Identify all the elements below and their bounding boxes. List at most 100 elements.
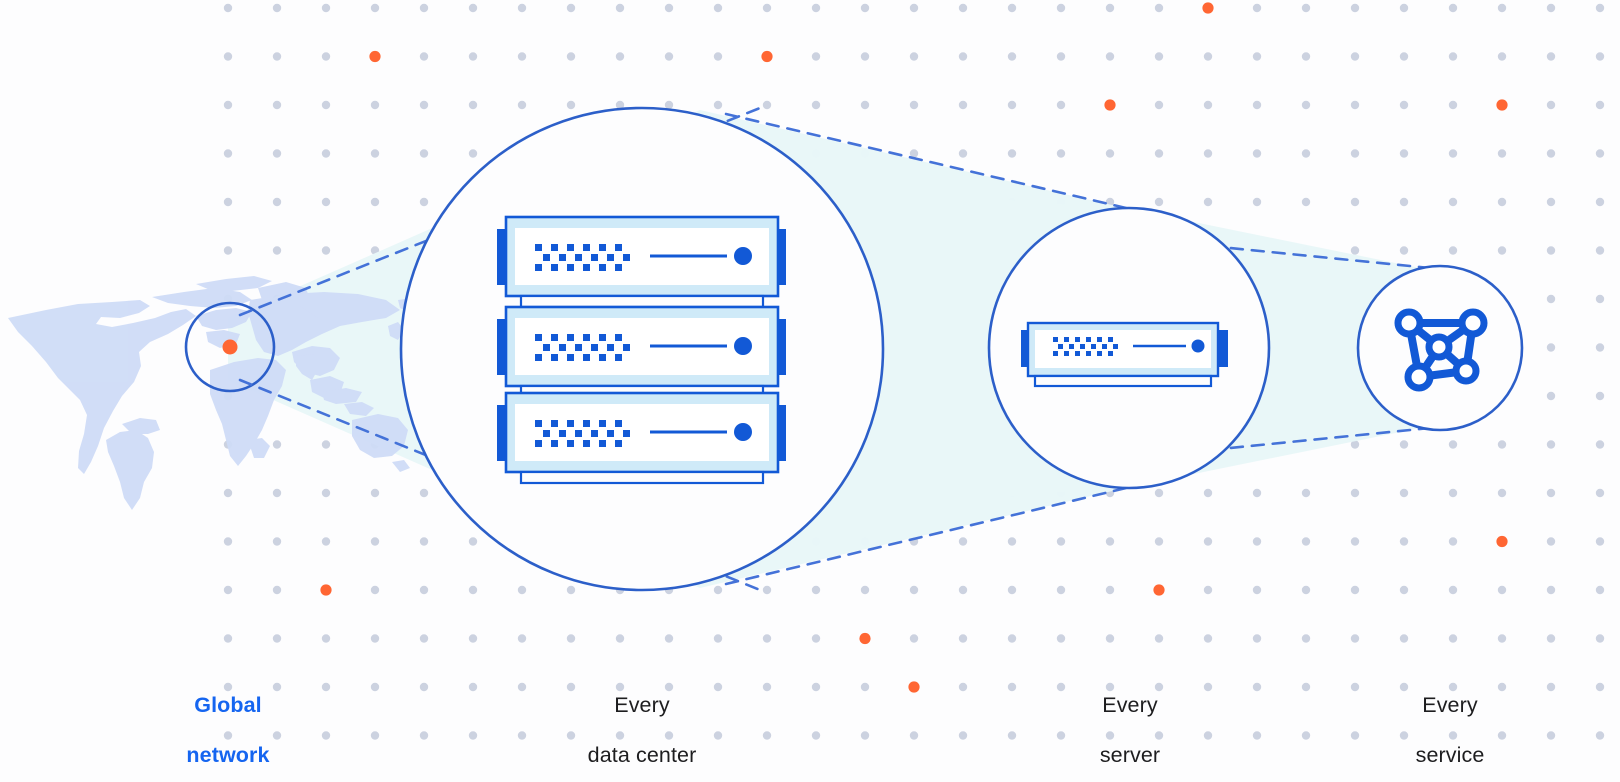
grid-dot [1301, 3, 1311, 13]
grid-dot [321, 3, 331, 13]
grid-dot [1497, 585, 1507, 595]
grid-dot [762, 634, 772, 643]
grid-dot [1350, 731, 1360, 740]
grid-dot [1350, 197, 1360, 207]
grid-dot [909, 149, 919, 158]
grid-dot [713, 3, 723, 13]
grid-dot [370, 537, 380, 546]
grid-dot [223, 197, 233, 207]
grid-dot [909, 731, 919, 740]
grid-dot [1105, 585, 1115, 595]
grid-dot [811, 731, 821, 740]
grid-dot [1252, 197, 1262, 207]
grid-dot [1203, 488, 1213, 498]
grid-dot [1546, 634, 1556, 643]
grid-dot [321, 488, 331, 498]
grid-dot [958, 634, 968, 643]
grid-dot [1007, 52, 1017, 61]
grid-dot [1546, 52, 1556, 61]
grid-dot [762, 3, 772, 13]
grid-dot [1154, 634, 1164, 643]
grid-dot [1056, 537, 1066, 546]
grid-dot [272, 100, 282, 110]
grid-dot [1546, 391, 1556, 401]
grid-dot [223, 682, 233, 692]
grid-dot [1595, 682, 1605, 692]
grid-dot [909, 3, 919, 13]
grid-dot [321, 682, 331, 692]
grid-dot [1546, 682, 1556, 692]
grid-dot [321, 149, 331, 158]
grid-dot [1056, 731, 1066, 740]
grid-dot [468, 682, 478, 692]
grid-dot [566, 52, 576, 61]
grid-dot [909, 585, 919, 595]
grid-dot [615, 52, 625, 61]
grid-dot [1301, 585, 1311, 595]
grid-dot [223, 537, 233, 546]
grid-dot [958, 100, 968, 110]
grid-dot [1497, 682, 1507, 692]
grid-dot [1350, 585, 1360, 595]
grid-dot [1154, 197, 1164, 207]
grid-dot [1105, 634, 1115, 643]
server-rack-unit-2 [497, 305, 786, 388]
grid-dot [1007, 731, 1017, 740]
grid-dot [1252, 634, 1262, 643]
grid-dot-accent [369, 50, 381, 63]
grid-dot [1448, 682, 1458, 692]
grid-dot [1350, 488, 1360, 498]
grid-dot [321, 731, 331, 740]
grid-dot [1595, 731, 1605, 740]
grid-dot [811, 100, 821, 110]
grid-dot [419, 537, 429, 546]
grid-dot [1497, 149, 1507, 158]
grid-dot [321, 440, 331, 449]
grid-dot [1399, 488, 1409, 498]
grid-dot [370, 197, 380, 207]
grid-dot [615, 634, 625, 643]
grid-dot [370, 100, 380, 110]
grid-dot [1595, 197, 1605, 207]
grid-dot [517, 634, 527, 643]
grid-dot [1399, 585, 1409, 595]
grid-dot [1154, 488, 1164, 498]
grid-dot [1154, 100, 1164, 110]
cone-edge-top-2 [724, 112, 1128, 210]
grid-dot [713, 52, 723, 61]
grid-dot [370, 731, 380, 740]
grid-dot [1007, 585, 1017, 595]
world-map-icon [8, 276, 440, 510]
grid-dot [1203, 731, 1213, 740]
grid-dot [1301, 149, 1311, 158]
grid-dot [1448, 537, 1458, 546]
grid-dot [1252, 537, 1262, 546]
grid-dot [1154, 52, 1164, 61]
global-network-marker-dot [222, 339, 238, 355]
grid-dot [272, 731, 282, 740]
grid-dot [1448, 52, 1458, 61]
grid-dot [1105, 682, 1115, 692]
grid-dot [272, 440, 282, 449]
grid-dot [321, 100, 331, 110]
global-network-highlight-circle [184, 301, 276, 393]
grid-dot [811, 585, 821, 595]
grid-dot [811, 52, 821, 61]
server-led-grid-2 [535, 334, 630, 361]
grid-dot [1448, 149, 1458, 158]
grid-dot [1448, 197, 1458, 207]
grid-dot [1497, 731, 1507, 740]
grid-dot [713, 585, 723, 595]
grid-dot-accent [320, 584, 332, 596]
grid-dot [1546, 488, 1556, 498]
grid-dot [1546, 197, 1556, 207]
grid-dot [1350, 3, 1360, 13]
grid-dot [1448, 731, 1458, 740]
grid-dot [1252, 52, 1262, 61]
grid-dot [1546, 731, 1556, 740]
grid-dot [1497, 246, 1507, 255]
grid-dot [1203, 682, 1213, 692]
grid-dot [272, 634, 282, 643]
